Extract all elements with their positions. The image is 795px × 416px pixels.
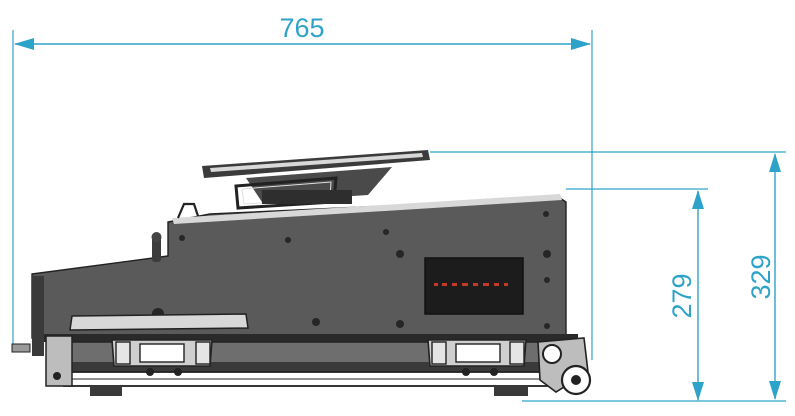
bracket-assembly-left bbox=[111, 339, 213, 376]
dimension-label-height-body: 279 bbox=[667, 273, 697, 318]
clamp-screw-icon bbox=[53, 372, 61, 380]
side-pin bbox=[11, 343, 31, 353]
foot-left bbox=[90, 386, 122, 396]
arrow-down-icon bbox=[692, 382, 704, 401]
knob-icon bbox=[151, 232, 162, 242]
arrow-down-icon bbox=[769, 381, 781, 400]
arrow-left-icon bbox=[14, 38, 34, 50]
base-top-rail bbox=[44, 334, 578, 342]
press-hinge-block bbox=[262, 190, 352, 204]
lower-tray bbox=[70, 314, 248, 330]
housing-screws bbox=[152, 211, 551, 329]
display-leds bbox=[434, 283, 508, 286]
machine-drawing bbox=[11, 150, 592, 396]
dimension-height-body: 279 bbox=[566, 188, 708, 401]
foot-right bbox=[494, 386, 528, 396]
housing-top-rail bbox=[172, 194, 562, 224]
dimension-width: 765 bbox=[12, 13, 593, 360]
end-roller bbox=[537, 337, 592, 396]
arrow-up-icon bbox=[692, 190, 704, 209]
housing-left-trim bbox=[32, 276, 44, 356]
arrow-up-icon bbox=[769, 153, 781, 172]
lower-tray-outline bbox=[69, 313, 249, 331]
base-lower-rail bbox=[64, 362, 570, 372]
press-plate-highlight bbox=[210, 153, 423, 172]
dimension-height-total: 329 bbox=[430, 151, 786, 402]
dimension-label-width: 765 bbox=[279, 13, 324, 43]
bracket-icon bbox=[176, 202, 200, 219]
dimension-label-height-total: 329 bbox=[746, 254, 776, 299]
arrow-right-icon bbox=[571, 38, 591, 50]
bracket-assembly-right bbox=[427, 339, 527, 376]
